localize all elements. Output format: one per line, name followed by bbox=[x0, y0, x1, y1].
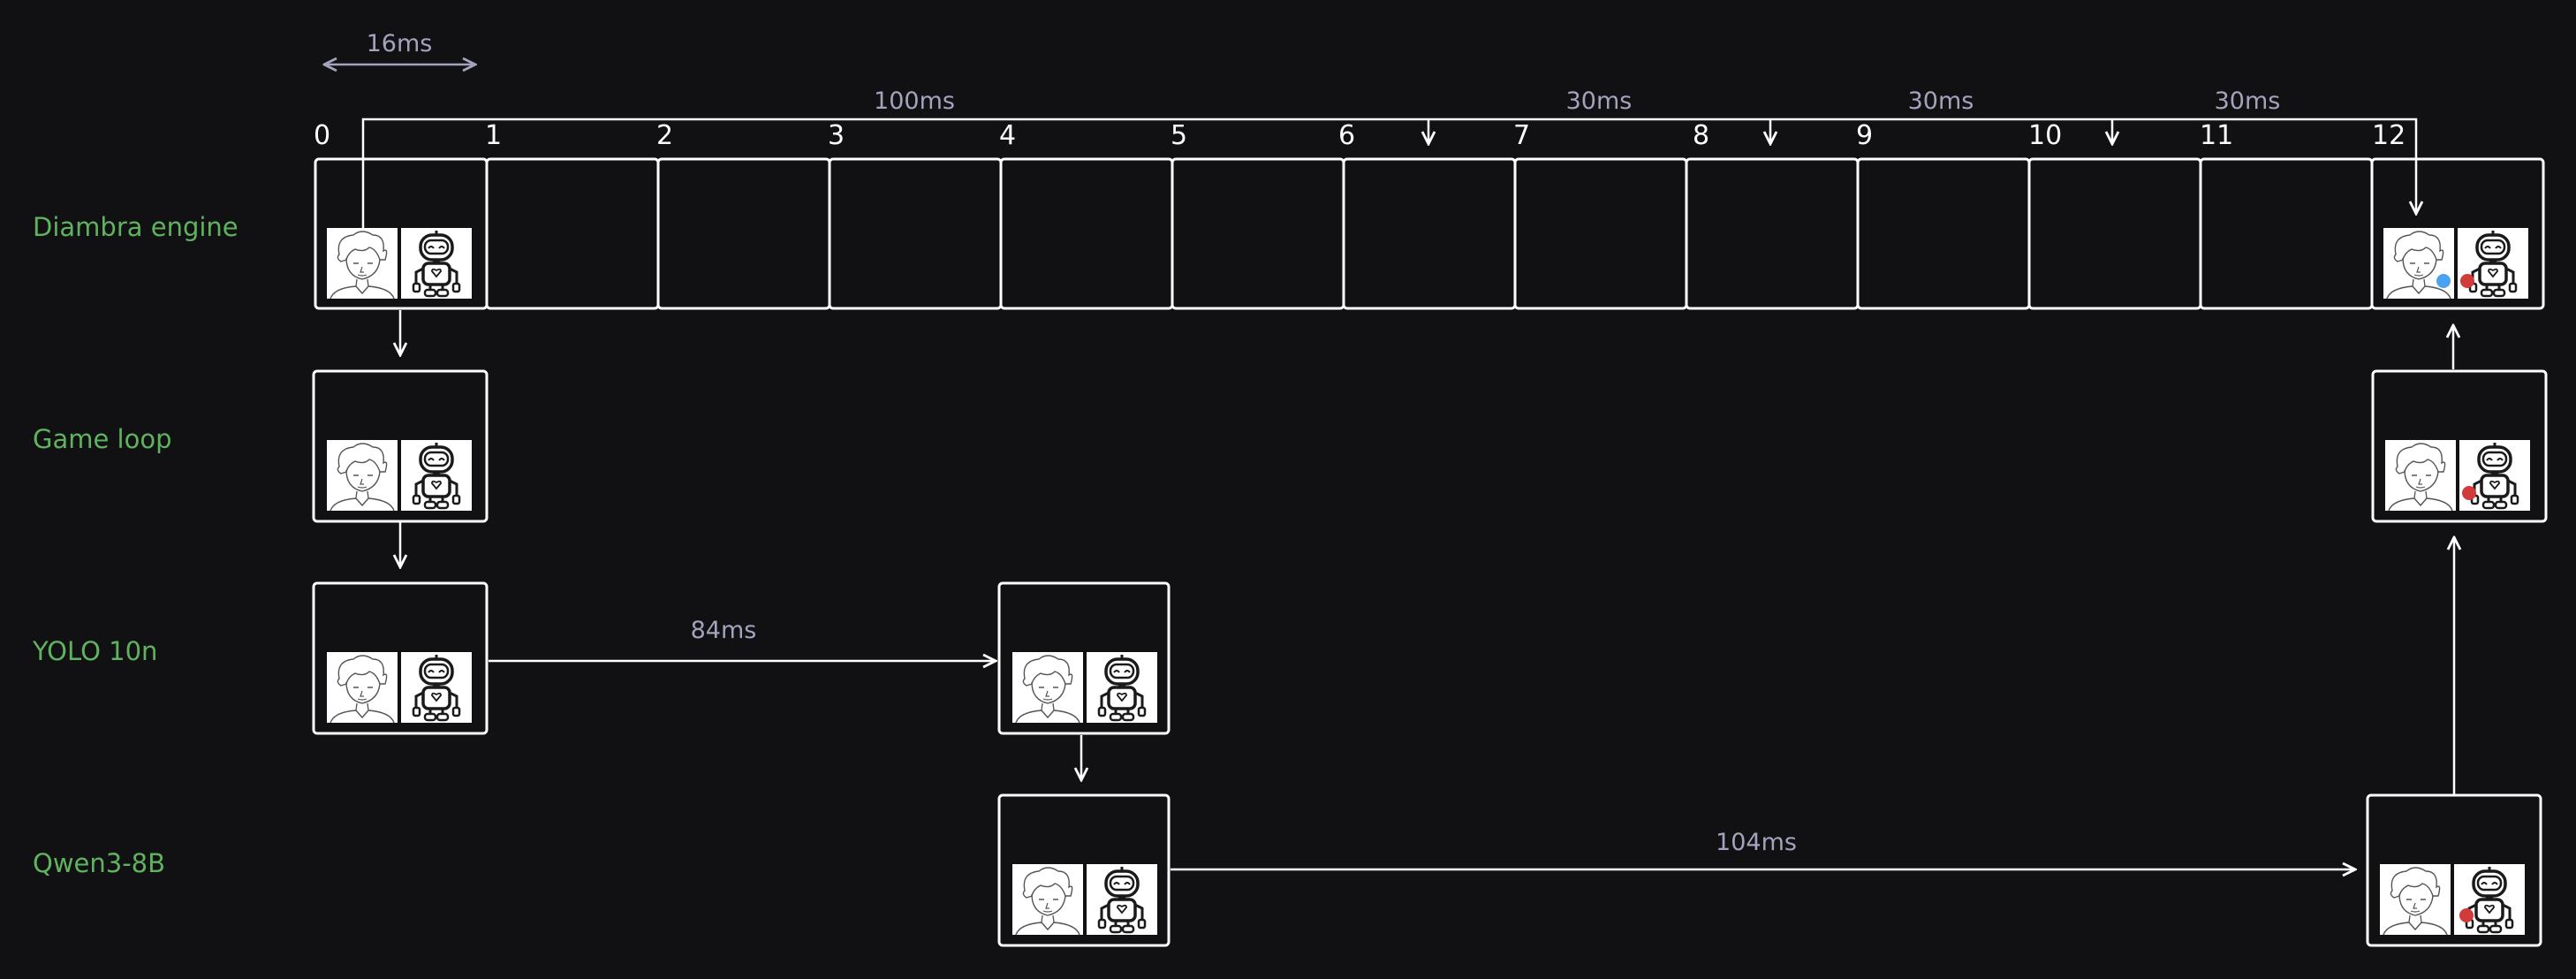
frame-box-11 bbox=[2199, 157, 2374, 310]
game-loop-box-start bbox=[312, 369, 489, 523]
game-loop-end-robot-icon bbox=[2458, 438, 2532, 512]
yolo-start-player-icon bbox=[326, 651, 398, 724]
frame-number-3: 3 bbox=[828, 120, 845, 151]
row-label-diambra-engine: Diambra engine bbox=[33, 212, 239, 242]
frame-box-5 bbox=[1171, 157, 1345, 310]
timing-bracket bbox=[361, 118, 2416, 228]
qwen-end-player-icon bbox=[2379, 863, 2451, 936]
yolo-end-robot-icon bbox=[1085, 650, 1159, 725]
qwen-end-robot-icon bbox=[2452, 862, 2527, 937]
frame-duration-label: 16ms bbox=[367, 30, 433, 57]
qwen-red-action-dot bbox=[2459, 908, 2474, 922]
frame-number-2: 2 bbox=[656, 120, 673, 151]
frame-box-4 bbox=[999, 157, 1174, 310]
game-loop-box-end bbox=[2371, 369, 2548, 523]
qwen-box-end bbox=[2366, 793, 2542, 947]
yolo-box-start bbox=[312, 581, 489, 735]
qwen-start-robot-icon bbox=[1085, 862, 1159, 937]
red-action-dot bbox=[2460, 274, 2474, 288]
yolo-box-end bbox=[997, 581, 1171, 735]
row-label-yolo: YOLO 10n bbox=[32, 636, 157, 666]
frame-number-9: 9 bbox=[1856, 120, 1873, 151]
qwen-box-start bbox=[997, 793, 1171, 947]
qwen-latency-label: 104ms bbox=[1716, 829, 1797, 856]
frame-number-0: 0 bbox=[314, 120, 330, 151]
frame-number-5: 5 bbox=[1171, 120, 1187, 151]
yolo-start-robot-icon bbox=[399, 650, 474, 725]
yolo-latency-label: 84ms bbox=[691, 617, 757, 644]
frame-number-12: 12 bbox=[2372, 120, 2406, 151]
game-loop-start-robot-icon bbox=[399, 438, 474, 512]
frame-strip bbox=[314, 157, 2545, 310]
gap-100ms-label: 100ms bbox=[874, 87, 955, 115]
frame-number-4: 4 bbox=[999, 120, 1016, 151]
gap-30ms-label-b: 30ms bbox=[1908, 87, 1974, 115]
frame-box-12 bbox=[2370, 157, 2545, 310]
frame-number-6: 6 bbox=[1338, 120, 1355, 151]
qwen-start-player-icon bbox=[1011, 863, 1084, 936]
game-loop-end-player-icon bbox=[2384, 439, 2457, 512]
gap-30ms-label-c: 30ms bbox=[2215, 87, 2281, 115]
frame-0-robot-icon bbox=[399, 226, 474, 300]
frame-box-6 bbox=[1342, 157, 1517, 310]
frame-number-11: 11 bbox=[2200, 120, 2233, 151]
frame-box-3 bbox=[828, 157, 1003, 310]
frame-box-8 bbox=[1685, 157, 1860, 310]
frame-0-player-icon bbox=[326, 227, 398, 300]
yolo-end-player-icon bbox=[1011, 651, 1084, 724]
frame-number-10: 10 bbox=[2028, 120, 2062, 151]
frame-box-9 bbox=[1856, 157, 2031, 310]
frame-box-10 bbox=[2027, 157, 2202, 310]
frame-number-8: 8 bbox=[1693, 120, 1709, 151]
blue-action-dot bbox=[2436, 274, 2451, 288]
frame-box-2 bbox=[656, 157, 831, 310]
row-label-game-loop: Game loop bbox=[33, 424, 172, 454]
game-loop-start-player-icon bbox=[326, 439, 398, 512]
frame-box-7 bbox=[1513, 157, 1688, 310]
frame-number-7: 7 bbox=[1513, 120, 1530, 151]
game-loop-red-action-dot bbox=[2462, 486, 2476, 500]
row-label-qwen: Qwen3-8B bbox=[33, 848, 165, 878]
gap-30ms-label-a: 30ms bbox=[1566, 87, 1633, 115]
frame-number-1: 1 bbox=[485, 120, 502, 151]
frame-12-robot-icon bbox=[2456, 226, 2530, 300]
frame-box-1 bbox=[485, 157, 660, 310]
